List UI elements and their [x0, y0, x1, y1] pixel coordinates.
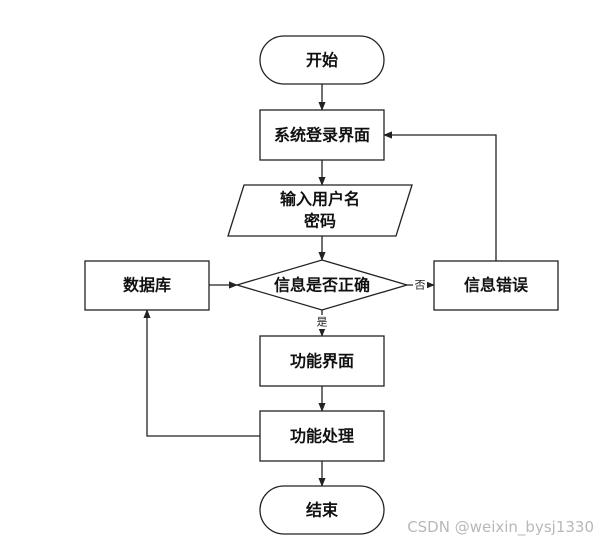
start-node: 开始 [259, 35, 385, 85]
process-label: 功能处理 [290, 427, 354, 446]
login-screen-label: 系统登录界面 [274, 126, 370, 145]
input-node: 输入用户名 密码 [227, 184, 413, 237]
function-ui-node: 功能界面 [259, 335, 385, 387]
login-screen-node: 系统登录界面 [259, 109, 385, 161]
end-label: 结束 [305, 501, 339, 520]
input-label-line2: 密码 [303, 212, 336, 231]
decision-label: 信息是否正确 [274, 276, 370, 295]
start-label: 开始 [306, 51, 338, 70]
input-label-line1: 输入用户名 [280, 190, 360, 209]
error-node: 信息错误 [433, 260, 559, 311]
database-label: 数据库 [123, 276, 171, 295]
process-node: 功能处理 [259, 410, 385, 462]
edge-label-no: 否 [415, 279, 426, 292]
function-ui-label: 功能界面 [290, 352, 354, 371]
database-node: 数据库 [84, 260, 210, 311]
watermark: CSDN @weixin_bysj1330 [407, 518, 594, 537]
arrow-process-to-database [143, 309, 260, 437]
decision-node: 信息是否正确 [234, 259, 410, 311]
end-node: 结束 [259, 485, 385, 535]
error-label: 信息错误 [464, 276, 529, 295]
arrow-error-to-login [383, 131, 497, 261]
edge-label-yes: 是 [317, 316, 328, 329]
